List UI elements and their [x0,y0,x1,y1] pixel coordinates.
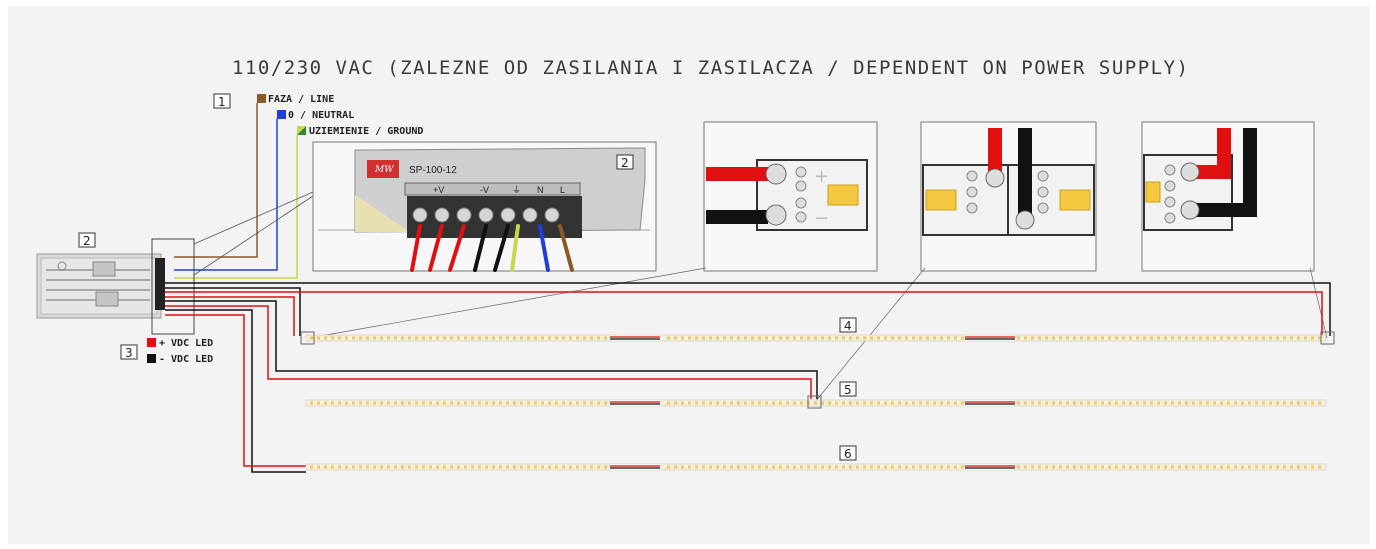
marker-1: 1 [218,95,226,109]
marker-6: 6 [844,447,852,461]
diagram-title: 110/230 VAC (ZALEZNE OD ZASILANIA I ZASI… [232,57,1189,79]
wire-neutral [174,119,278,271]
marker-6-box [839,445,857,461]
marker-2b: 2 [621,156,629,170]
marker-3-box [120,344,138,360]
psu-model: SP-100-12 [409,165,457,176]
legend-minus-label: - VDC LED [159,354,213,365]
power-supply [36,253,165,319]
closeup-strip-start: + − [703,121,878,272]
marker-5: 5 [844,383,852,397]
led-strips [305,334,1327,471]
psu-terminal-minus: -V [480,185,489,195]
zoom-leader-psu-2 [193,195,314,276]
svg-text:−: − [814,208,829,229]
closeup-strip-end [1141,121,1315,272]
legend-neutral-swatch [277,110,286,119]
psu-terminal-plus: +V [433,185,444,195]
psu-terminal-n: N [537,185,544,195]
psu-terminal-l: L [560,185,565,195]
marker-4-box [839,317,857,333]
marker-4: 4 [844,319,852,333]
marker-2a-box [78,232,96,248]
legend-ground-swatch-2 [297,126,306,135]
legend-line-label: FAZA / LINE [268,94,334,105]
strip-connector-middle [807,395,822,409]
legend-minus-swatch [147,354,156,363]
marker-3: 3 [125,346,133,360]
diagram-background [8,6,1370,544]
psu-terminal-ground: ⏚ [512,185,521,196]
closeup-strip-middle [920,121,1097,272]
psu-brand: MW [374,165,394,175]
led-strip-4 [305,334,1327,342]
legend-plus-label: + VDC LED [159,338,213,349]
wire-ground [174,135,298,279]
led-strip-5 [305,399,1327,407]
zoom-leader-strip-end [1309,267,1328,339]
wire-line [174,103,258,258]
dc-wiring [165,282,1331,473]
led-strip-6 [305,463,1327,471]
legend-ground-label: UZIEMIENIE / GROUND [309,126,423,137]
marker-2b-box [616,154,634,170]
connector-box [151,238,195,335]
zoom-leader-psu-1 [193,191,314,245]
zoom-leader-strip-start [308,267,707,339]
legend-plus-swatch [147,338,156,347]
marker-5-box [839,381,857,397]
psu-closeup-panel: MW SP-100-12 +V -V ⏚ N L [312,141,657,272]
strip-connector-end [1320,331,1335,345]
legend-line-swatch [257,94,266,103]
marker-1-box [213,93,231,109]
marker-2a: 2 [83,234,91,248]
strip-connector-start [300,331,315,345]
svg-text:+: + [814,166,829,187]
legend-neutral-label: 0 / NEUTRAL [288,110,354,121]
